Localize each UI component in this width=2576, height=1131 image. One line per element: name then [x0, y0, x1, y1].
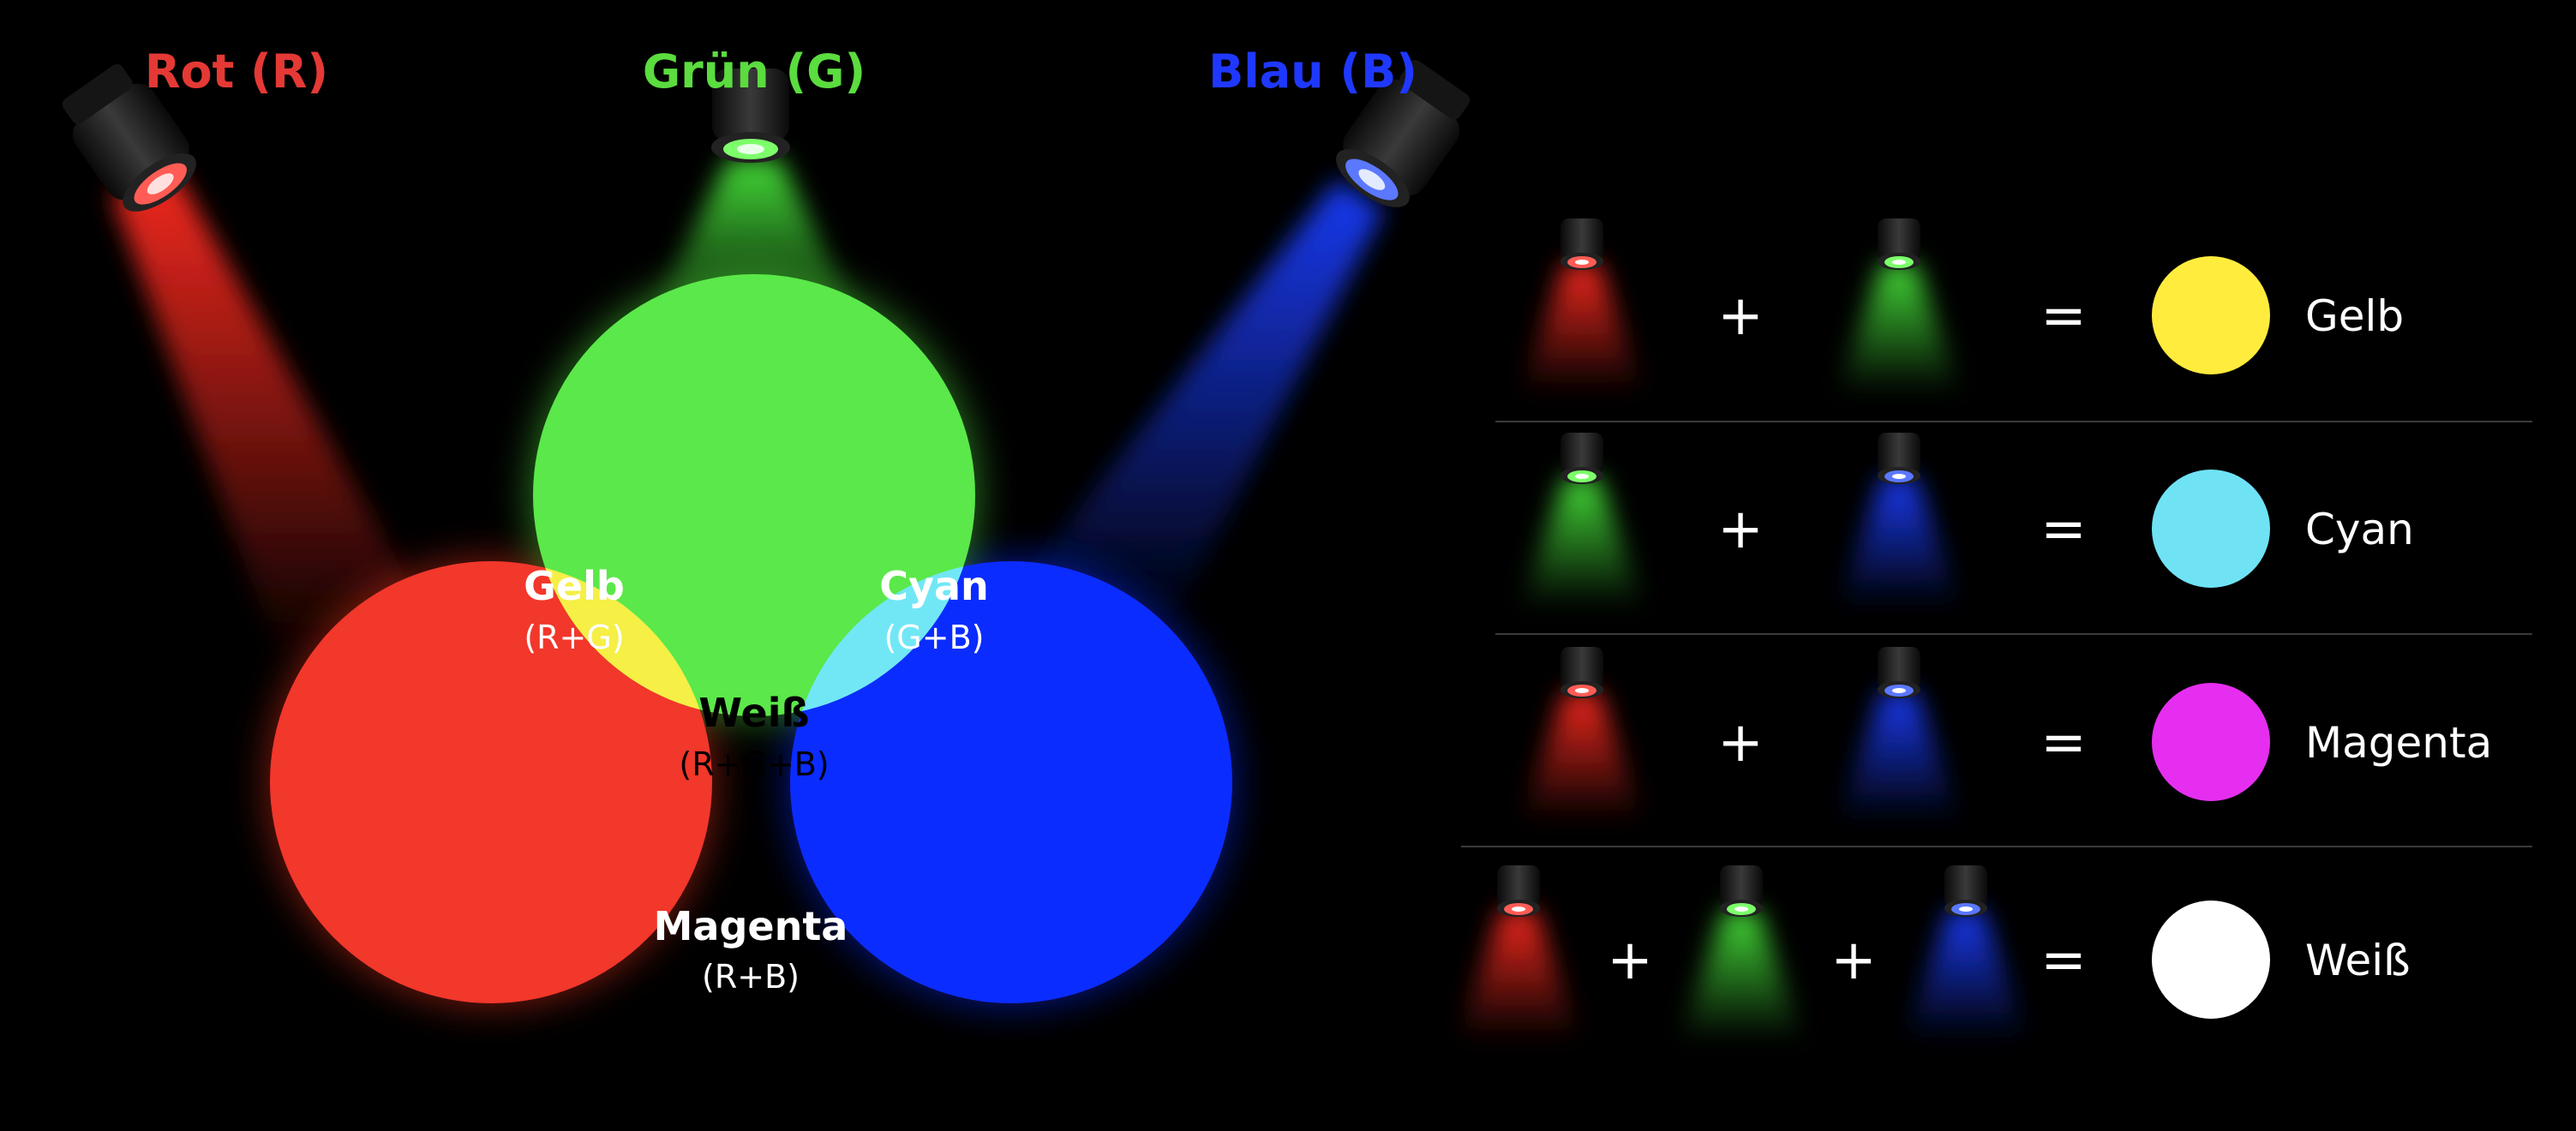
equals-sign: = — [2040, 711, 2087, 775]
blue-beam — [1837, 477, 1961, 608]
label-magenta-formula: (R+B) — [702, 958, 800, 996]
red-beam — [1520, 263, 1644, 394]
red-spotlight-icon — [1520, 647, 1644, 823]
title-green: Grün (G) — [643, 45, 866, 99]
equals-sign: = — [2040, 498, 2087, 561]
blue-spotlight — [1336, 59, 1471, 207]
blue-spotlight-icon — [1837, 433, 1961, 608]
color-circles — [267, 271, 1236, 1007]
venn-area: Rot (R) Grün (G) Blau (B) Gelb (R+G) Cya… — [62, 45, 1471, 1007]
blue-beam — [1904, 910, 2028, 1041]
equals-sign: = — [2040, 284, 2087, 348]
blue-light-beam — [1028, 180, 1384, 634]
red-beam — [1457, 910, 1580, 1041]
title-blue: Blau (B) — [1208, 45, 1417, 99]
result-swatch — [2152, 256, 2270, 374]
plus-sign: + — [1717, 711, 1764, 775]
plus-sign: + — [1717, 284, 1764, 348]
plus-sign: + — [1717, 498, 1764, 561]
result-label: Cyan — [2305, 505, 2414, 554]
plus-sign: + — [1830, 929, 1877, 992]
red-light-beam — [111, 171, 428, 668]
result-swatch — [2152, 683, 2270, 801]
red-beam — [1520, 691, 1644, 823]
red-spotlight-icon — [1457, 865, 1580, 1041]
result-swatch — [2152, 901, 2270, 1019]
mixing-equations: + = Gelb + = Cyan + = Magenta + + = Weiß — [1457, 218, 2532, 1041]
label-white-formula: (R+G+B) — [679, 745, 829, 783]
green-spotlight-icon — [1680, 865, 1803, 1041]
result-swatch — [2152, 470, 2270, 588]
red-spotlight — [62, 63, 196, 212]
green-beam — [1520, 477, 1644, 608]
equation-row: + = Magenta — [1520, 647, 2492, 823]
label-cyan-name: Cyan — [879, 563, 989, 609]
green-spotlight — [711, 69, 790, 163]
label-magenta-name: Magenta — [654, 903, 848, 949]
green-spotlight-icon — [1837, 218, 1961, 394]
blue-beam — [1837, 691, 1961, 823]
green-beam — [1837, 263, 1961, 394]
result-label: Gelb — [2305, 291, 2404, 341]
green-circle — [533, 274, 975, 716]
label-white-name: Weiß — [698, 690, 809, 736]
label-cyan-formula: (G+B) — [884, 619, 984, 656]
equation-row: + = Cyan — [1520, 433, 2414, 608]
equals-sign: = — [2040, 929, 2087, 992]
blue-spotlight-icon — [1837, 647, 1961, 823]
title-red: Rot (R) — [145, 45, 328, 99]
label-yellow-name: Gelb — [524, 563, 625, 609]
plus-sign: + — [1607, 929, 1653, 992]
blue-circle — [790, 561, 1232, 1003]
label-yellow-formula: (R+G) — [524, 619, 624, 656]
red-circle — [270, 561, 712, 1003]
equation-row: + + = Weiß — [1457, 865, 2411, 1041]
result-label: Weiß — [2305, 936, 2411, 985]
red-spotlight-icon — [1520, 218, 1644, 394]
green-spotlight-icon — [1520, 433, 1644, 608]
equation-row: + = Gelb — [1520, 218, 2404, 394]
green-beam — [1680, 910, 1803, 1041]
blue-spotlight-icon — [1904, 865, 2028, 1041]
result-label: Magenta — [2305, 718, 2492, 768]
